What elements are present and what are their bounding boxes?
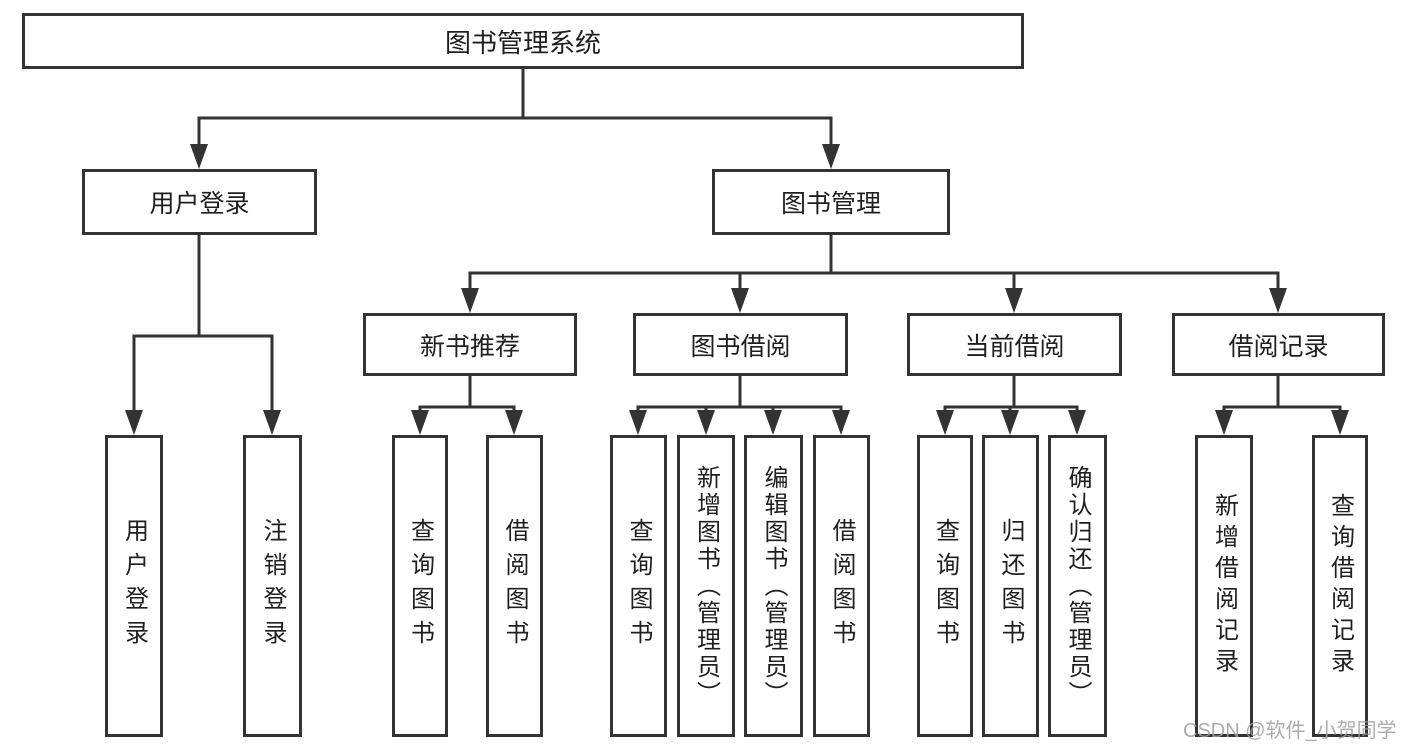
node-logout: 注销登录	[243, 435, 302, 737]
connector-userlogin-to-children	[125, 233, 281, 435]
node-return-book: 归还图书	[982, 435, 1039, 737]
node-query-borrow-record: 查询借阅记录	[1312, 435, 1368, 737]
node-query-book-3: 查询图书	[917, 435, 973, 737]
node-book-management: 图书管理	[712, 169, 950, 235]
node-book-borrow: 图书借阅	[633, 313, 848, 376]
node-add-book-admin: 新增图书（管理员）	[677, 435, 735, 737]
node-query-book-1: 查询图书	[392, 435, 448, 737]
connector-bookborrow-to-children	[629, 374, 850, 435]
connector-root-to-level2	[190, 67, 840, 169]
node-user-login: 用户登录	[82, 169, 317, 235]
node-add-borrow-record: 新增借阅记录	[1195, 435, 1253, 737]
node-root: 图书管理系统	[22, 13, 1024, 69]
node-user-login-leaf: 用户登录	[105, 435, 163, 737]
node-edit-book-admin: 编辑图书（管理员）	[744, 435, 803, 737]
watermark: CSDN @软件_小贺同学	[1183, 720, 1397, 742]
node-current-borrow: 当前借阅	[907, 313, 1122, 376]
connector-borrowrecords-to-children	[1215, 374, 1349, 435]
connector-bookmgmt-to-level3	[461, 233, 1287, 313]
node-borrow-book-2: 借阅图书	[813, 435, 870, 737]
node-borrow-book-1: 借阅图书	[486, 435, 543, 737]
connector-newbookrec-to-children	[411, 374, 523, 435]
node-query-book-2: 查询图书	[610, 435, 667, 737]
node-new-book-recommend: 新书推荐	[363, 313, 577, 376]
node-confirm-return-admin: 确认归还（管理员）	[1048, 435, 1107, 737]
node-borrow-records: 借阅记录	[1172, 313, 1385, 376]
connector-currentborrow-to-children	[936, 374, 1086, 435]
